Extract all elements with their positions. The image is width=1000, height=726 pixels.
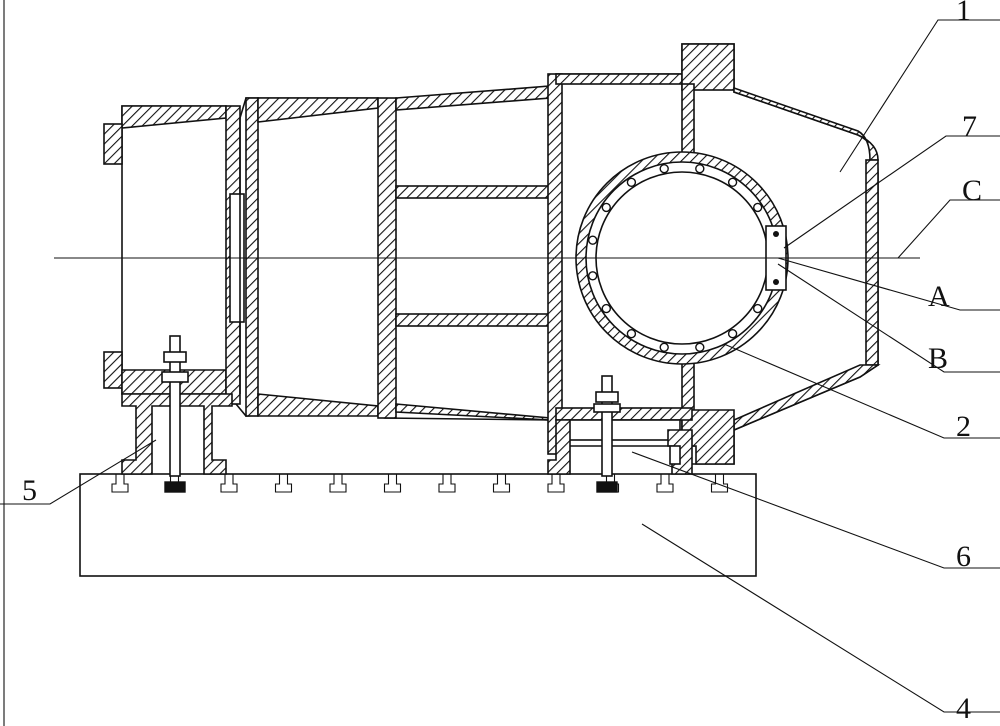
t-slot xyxy=(547,474,565,493)
bolt-hole xyxy=(659,163,669,174)
bolt-hole xyxy=(695,163,705,174)
t-slot xyxy=(438,474,456,493)
t-slot xyxy=(383,474,402,493)
bolt-left xyxy=(161,335,189,493)
label-c: C xyxy=(962,174,982,207)
t-slot xyxy=(492,474,511,493)
bolt-hole xyxy=(601,202,611,213)
t-slot xyxy=(656,474,674,493)
label-7: 7 xyxy=(962,110,977,143)
bolt-hole xyxy=(588,235,598,245)
t-slot xyxy=(220,474,238,493)
bolt-hole xyxy=(753,202,763,213)
bolt-hole xyxy=(727,177,738,188)
leader-lines xyxy=(0,19,1000,713)
label-2: 2 xyxy=(956,410,971,443)
label-1: 1 xyxy=(956,0,971,27)
bolt-right xyxy=(593,375,621,493)
label-5: 5 xyxy=(22,474,37,507)
t-slot xyxy=(329,474,347,493)
support-block-6 xyxy=(547,419,693,475)
label-4: 4 xyxy=(956,692,971,725)
bolt-hole xyxy=(601,303,611,314)
bolt-hole xyxy=(626,329,637,339)
t-slot-row xyxy=(111,474,729,493)
label-a: A xyxy=(928,280,950,313)
t-slot xyxy=(111,474,129,493)
labels: 1 7 C A B 2 6 4 5 xyxy=(22,0,982,725)
bolt-hole xyxy=(727,329,738,339)
bolt-hole xyxy=(695,342,705,352)
base-plate xyxy=(79,473,757,577)
t-slot xyxy=(710,474,729,493)
label-6: 6 xyxy=(956,540,971,573)
bolt-hole xyxy=(659,342,669,352)
bolt-hole xyxy=(753,303,763,314)
bolt-hole xyxy=(588,271,598,281)
label-b: B xyxy=(928,342,948,375)
bolt-hole xyxy=(626,177,637,188)
t-slot xyxy=(274,474,293,493)
